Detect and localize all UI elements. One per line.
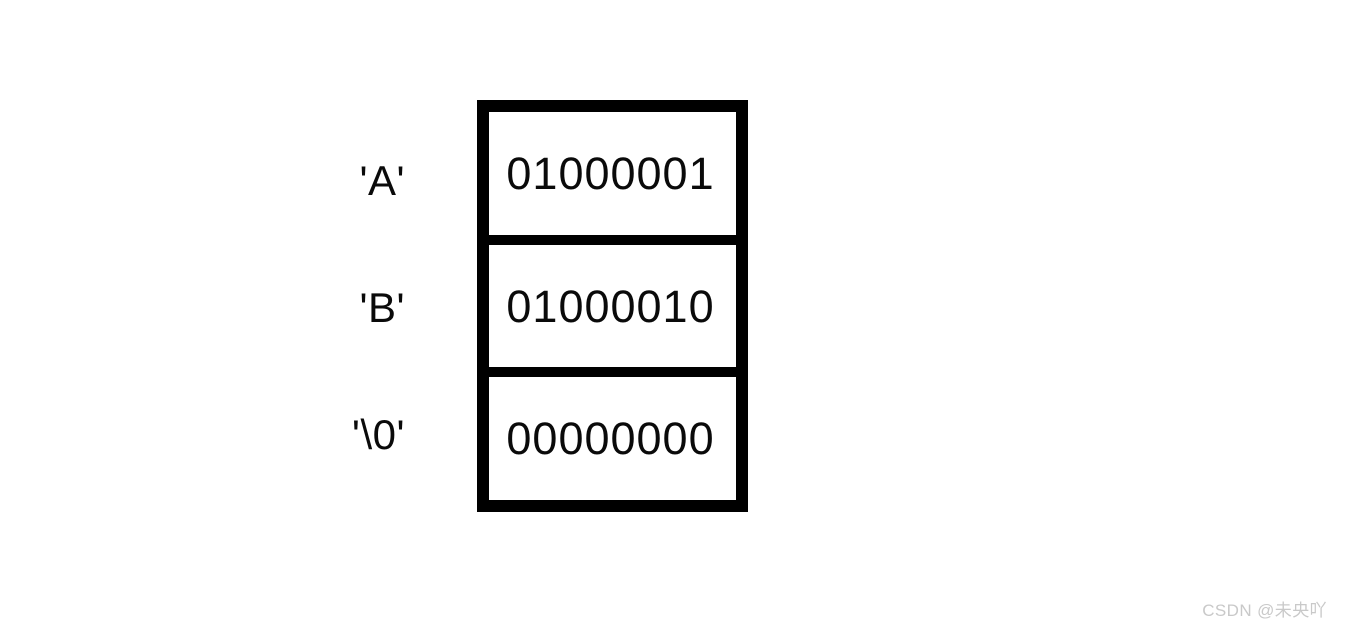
memory-cell-2: 00000000 — [489, 367, 736, 501]
character-label-null: '\0' — [351, 411, 405, 458]
character-label-column: 'A' 'B' '\0' — [250, 100, 405, 512]
binary-value-a: 01000001 — [506, 147, 715, 199]
csdn-watermark: CSDN @未央吖 — [1202, 601, 1327, 620]
character-label-a: 'A' — [359, 157, 405, 204]
character-label-b: 'B' — [359, 284, 405, 331]
memory-cell-1: 01000010 — [489, 234, 736, 368]
binary-value-b: 01000010 — [506, 280, 715, 332]
memory-cell-0: 01000001 — [489, 112, 736, 235]
memory-block: 01000001 01000010 00000000 — [477, 100, 748, 512]
binary-value-null: 00000000 — [506, 413, 715, 465]
